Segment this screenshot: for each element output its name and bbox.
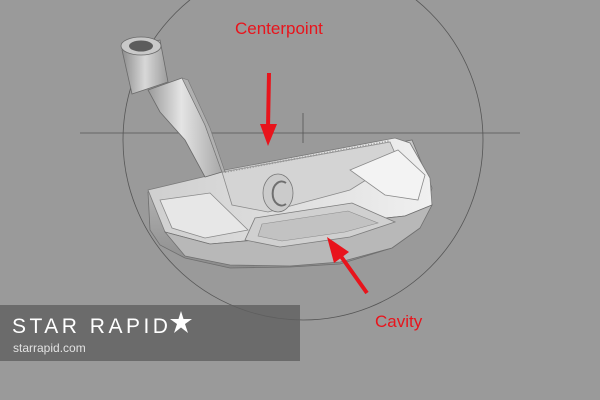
cavity-label: Cavity xyxy=(375,312,423,331)
watermark-logo: STAR RAPID starrapid.com xyxy=(0,305,300,361)
centerpoint-label: Centerpoint xyxy=(235,19,323,38)
brand-url: starrapid.com xyxy=(13,341,86,355)
brand-name: STAR RAPID xyxy=(12,315,172,338)
arrow-icon-cavity xyxy=(327,237,369,295)
putter-head-model xyxy=(120,36,433,269)
construction-guides xyxy=(80,0,520,321)
arrow-icon-centerpoint xyxy=(260,72,277,146)
star-icon xyxy=(170,311,192,333)
